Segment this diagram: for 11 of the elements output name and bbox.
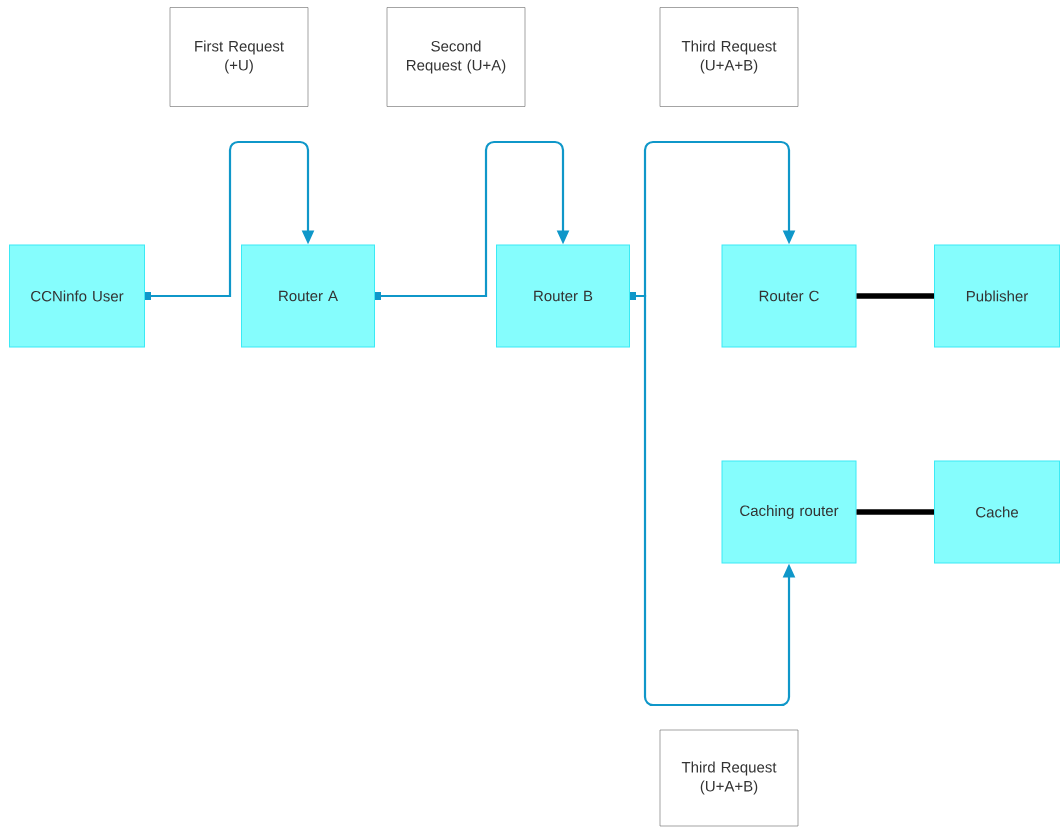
router-box: Publisher (934, 244, 1060, 348)
router-box: CCNinfo User (9, 244, 145, 348)
request-label-box: Second Request (U+A) (386, 7, 526, 107)
router-box: Cache (934, 460, 1060, 564)
router-box: Router A (241, 244, 375, 348)
request-label-box: Third Request (U+A+B) (659, 729, 799, 827)
router-box: Caching router (721, 460, 857, 564)
router-box: Router C (721, 244, 857, 348)
router-box: Router B (496, 244, 630, 348)
request-label-box: First Request (+U) (169, 7, 309, 107)
request-label-box: Third Request (U+A+B) (659, 7, 799, 107)
